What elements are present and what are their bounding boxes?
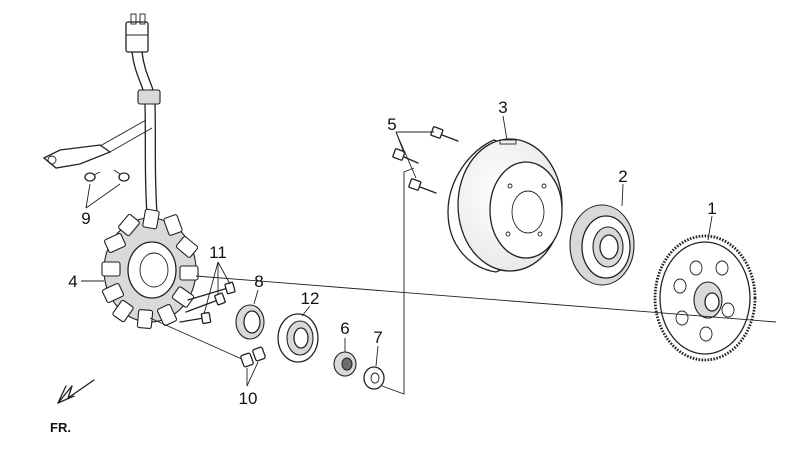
bolt-part-11a bbox=[187, 281, 236, 301]
part-number-12: 12 bbox=[301, 289, 320, 308]
pin-part-10a bbox=[240, 352, 254, 368]
bolt-part-5c bbox=[408, 178, 437, 194]
bolt-part-11c bbox=[179, 311, 212, 325]
bearing-part-12 bbox=[277, 313, 319, 363]
part-number-8: 8 bbox=[254, 272, 263, 291]
bolt-part-5b bbox=[392, 148, 419, 164]
oil-seal-part-8 bbox=[235, 304, 265, 340]
front-direction-indicator: FR. bbox=[50, 379, 95, 435]
part-number-2: 2 bbox=[618, 167, 627, 186]
part-number-7: 7 bbox=[373, 328, 382, 347]
front-arrow-icon bbox=[57, 379, 95, 404]
starter-clutch-part-2 bbox=[569, 204, 635, 286]
flywheel-part-3 bbox=[447, 138, 563, 273]
part-number-4: 4 bbox=[68, 272, 77, 291]
part-number-5: 5 bbox=[387, 115, 396, 134]
stator-part-4 bbox=[101, 208, 199, 329]
part-number-11: 11 bbox=[209, 243, 227, 262]
wire-harness bbox=[42, 13, 161, 231]
bolt-part-5a bbox=[430, 126, 459, 142]
front-label: FR. bbox=[50, 420, 71, 435]
pin-part-10b bbox=[252, 346, 266, 362]
part-number-3: 3 bbox=[498, 98, 507, 117]
part-number-6: 6 bbox=[340, 319, 349, 338]
part-number-10: 10 bbox=[239, 389, 258, 408]
starter-gear-part-1 bbox=[653, 234, 757, 362]
collar-part-6 bbox=[333, 351, 357, 377]
screw-part-9b bbox=[113, 169, 130, 182]
part-number-1: 1 bbox=[707, 199, 716, 218]
part-number-9: 9 bbox=[81, 209, 90, 228]
screw-part-9a bbox=[84, 171, 101, 182]
washer-part-7 bbox=[363, 366, 385, 390]
